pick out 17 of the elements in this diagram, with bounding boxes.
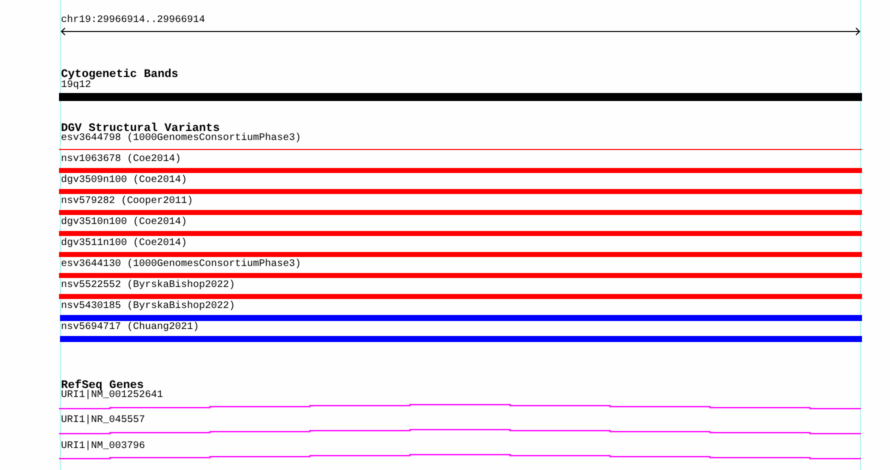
variant-name: dgv3510n100 (Coe2014) [61, 217, 188, 229]
transcript-name: URI1|NM_001252641 [61, 390, 164, 402]
variant-name: dgv3509n100 (Coe2014) [61, 175, 188, 187]
variant-name: esv3644798 (1000GenomesConsortiumPhase3) [61, 133, 302, 145]
track-title: Cytogenetic Bands [61, 68, 178, 80]
variant-name: nsv5522552 (ByrskaBishop2022) [61, 280, 236, 292]
variant-name: dgv3511n100 (Coe2014) [61, 238, 188, 250]
variant-name: esv3644130 (1000GenomesConsortiumPhase3) [61, 259, 302, 271]
transcript-name: URI1|NM_003796 [61, 441, 146, 453]
transcript-name: URI1|NR_045557 [61, 415, 146, 427]
variant-name: nsv1063678 (Coe2014) [61, 154, 182, 166]
variant-name: nsv5694717 (Chuang2021) [61, 322, 200, 334]
track-title: RefSeq Genes [61, 378, 144, 392]
band-name: 19q12 [61, 80, 92, 92]
coordinate-label: chr19:29966914..29966914 [61, 15, 206, 27]
variant-name: nsv5430185 (ByrskaBishop2022) [61, 301, 236, 313]
variant-name: nsv579282 (Cooper2011) [61, 196, 194, 208]
